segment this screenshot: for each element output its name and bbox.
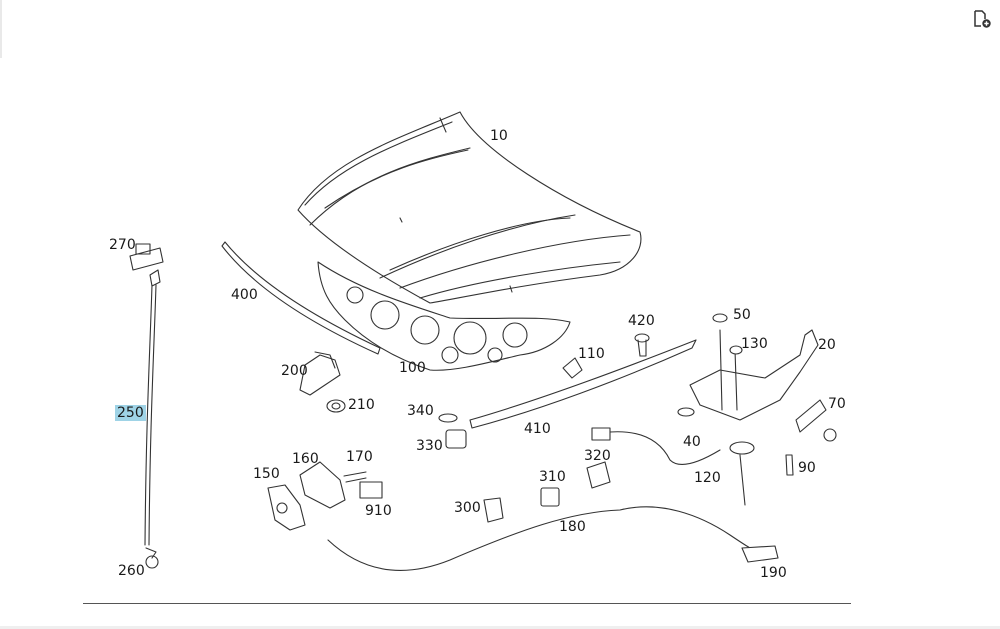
callout-180[interactable]: 180 [559,519,586,535]
callout-210[interactable]: 210 [348,397,375,413]
callout-90[interactable]: 90 [798,460,816,476]
clip-420[interactable] [634,333,650,357]
callout-410[interactable]: 410 [524,421,551,437]
callout-250[interactable]: 250 [115,405,146,421]
bracket-200[interactable] [299,351,341,396]
sensor-320[interactable] [586,461,611,489]
callout-50[interactable]: 50 [733,307,751,323]
callout-420[interactable]: 420 [628,313,655,329]
nut-130[interactable] [729,345,743,355]
callout-130[interactable]: 130 [741,336,768,352]
hood-hinge[interactable] [689,329,819,421]
callout-20[interactable]: 20 [818,337,836,353]
callout-340[interactable]: 340 [407,403,434,419]
hood-seal[interactable] [221,241,381,355]
clip-300[interactable] [483,497,504,523]
callout-320[interactable]: 320 [584,448,611,464]
release-lever-190[interactable] [741,545,779,563]
clip-90[interactable] [785,454,794,476]
left-edge-divider [0,0,2,58]
callout-100[interactable]: 100 [399,360,426,376]
release-handle-120[interactable] [591,427,755,506]
callout-200[interactable]: 200 [281,363,308,379]
hood-panel[interactable] [297,111,642,304]
callout-150[interactable]: 150 [253,466,280,482]
grommet-210[interactable] [326,399,346,413]
bottom-bar [0,626,1000,629]
bolt-50[interactable] [712,313,728,323]
bracket-70[interactable] [795,399,837,442]
callout-330[interactable]: 330 [416,438,443,454]
prop-rod-upper-bracket[interactable] [129,243,164,271]
callout-400[interactable]: 400 [231,287,258,303]
insulation-mat[interactable] [317,261,571,371]
callout-190[interactable]: 190 [760,565,787,581]
bump-stop-330[interactable] [438,413,467,449]
callout-40[interactable]: 40 [683,434,701,450]
release-cable-180[interactable] [327,506,761,571]
clip-110[interactable] [562,357,583,379]
hood-prop-rod[interactable] [144,269,161,546]
diagram-baseline [83,603,851,604]
callout-270[interactable]: 270 [109,237,136,253]
callout-910[interactable]: 910 [365,503,392,519]
callout-170[interactable]: 170 [346,449,373,465]
page-add-icon[interactable] [972,9,992,29]
callout-10[interactable]: 10 [490,128,508,144]
callout-300[interactable]: 300 [454,500,481,516]
callout-160[interactable]: 160 [292,451,319,467]
trim-strip-410[interactable] [469,339,697,429]
hood-latch-assembly[interactable] [267,461,383,531]
washer-40[interactable] [677,407,695,417]
callout-120[interactable]: 120 [694,470,721,486]
callout-70[interactable]: 70 [828,396,846,412]
prop-rod-lower-clip[interactable] [145,547,159,569]
callout-310[interactable]: 310 [539,469,566,485]
clip-310[interactable] [540,487,560,507]
callout-110[interactable]: 110 [578,346,605,362]
callout-260[interactable]: 260 [118,563,145,579]
